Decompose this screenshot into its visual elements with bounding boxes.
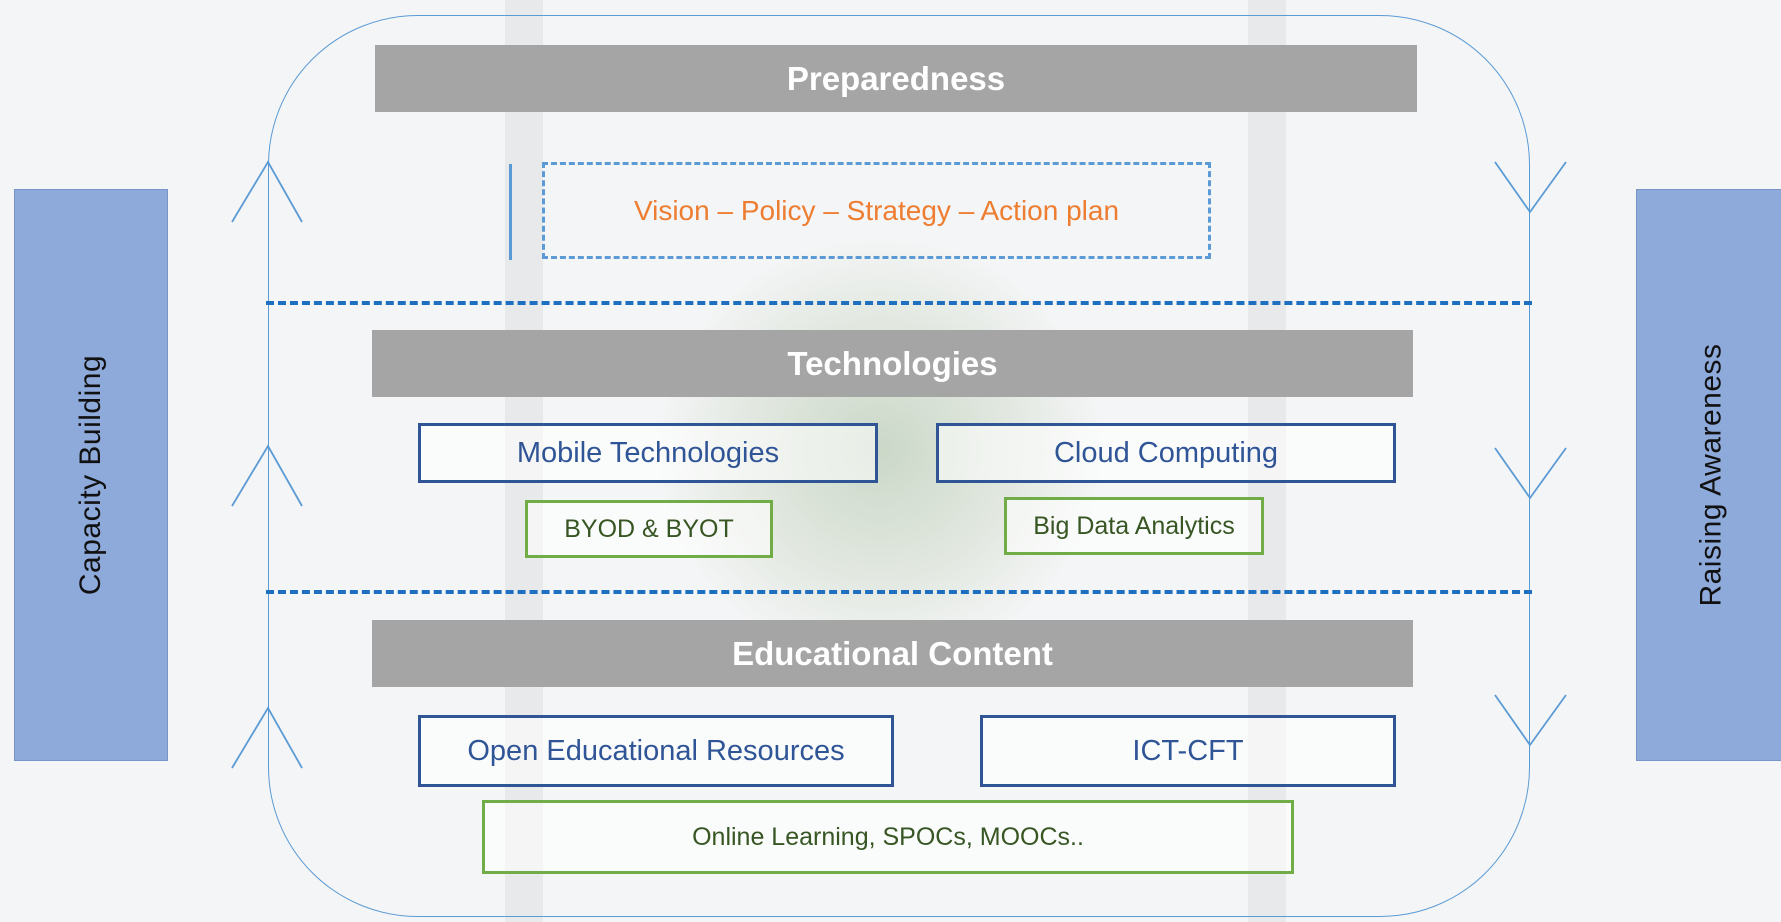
content-title: Educational Content (732, 634, 1053, 672)
vision-marker (509, 164, 512, 260)
divider-2 (266, 590, 1532, 594)
ict-cft-label: ICT-CFT (1132, 734, 1244, 767)
divider-1 (266, 301, 1532, 305)
preparedness-header: Preparedness (375, 45, 1417, 112)
vision-policy-box: Vision – Policy – Strategy – Action plan (542, 162, 1211, 259)
content-header: Educational Content (372, 620, 1413, 687)
big-data-label: Big Data Analytics (1033, 511, 1235, 540)
up-arrow-icon (231, 444, 303, 507)
down-arrow-icon (1494, 447, 1567, 500)
ict-cft-box: ICT-CFT (980, 715, 1396, 787)
online-learning-box: Online Learning, SPOCs, MOOCs.. (482, 800, 1294, 874)
cloud-computing-box: Cloud Computing (936, 423, 1396, 483)
oer-box: Open Educational Resources (418, 715, 894, 787)
outer-frame (268, 15, 1530, 917)
raising-awareness-box: Raising Awareness (1636, 189, 1781, 761)
cloud-computing-label: Cloud Computing (1053, 436, 1279, 469)
technologies-header: Technologies (372, 330, 1413, 397)
down-arrow-icon (1494, 694, 1567, 747)
up-arrow-icon (231, 706, 303, 769)
byod-label: BYOD & BYOT (564, 514, 734, 543)
online-learning-label: Online Learning, SPOCs, MOOCs.. (692, 822, 1084, 851)
byod-box: BYOD & BYOT (525, 500, 773, 558)
preparedness-title: Preparedness (786, 59, 1006, 97)
down-arrow-icon (1494, 161, 1567, 214)
capacity-building-box: Capacity Building (14, 189, 168, 761)
mobile-technologies-box: Mobile Technologies (418, 423, 878, 483)
oer-label: Open Educational Resources (467, 734, 845, 767)
vision-policy-text: Vision – Policy – Strategy – Action plan (633, 194, 1120, 226)
technologies-title: Technologies (787, 344, 998, 382)
big-data-box: Big Data Analytics (1004, 497, 1264, 555)
mobile-technologies-label: Mobile Technologies (516, 436, 780, 469)
up-arrow-icon (231, 160, 303, 223)
